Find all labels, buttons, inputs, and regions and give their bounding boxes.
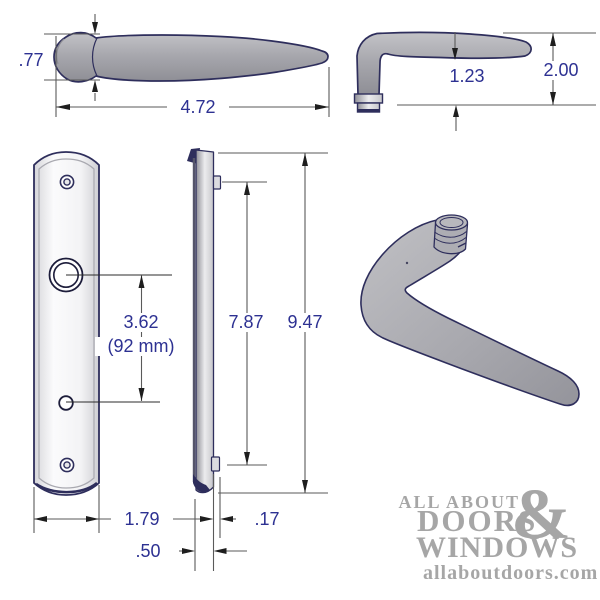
plate-front-view	[33, 151, 100, 496]
dim-arrows-plate-side	[182, 153, 308, 554]
dim-clip-span: 7.87	[215, 313, 277, 332]
logo-ampersand: &	[511, 474, 571, 554]
logo-line1: ALL ABOUT	[398, 492, 520, 512]
dim-plate-width: 1.79	[111, 510, 173, 529]
dim-plate-thickness: .17	[236, 510, 298, 529]
dim-handle-length: 4.72	[167, 98, 229, 117]
dim-overall-height: 2.00	[530, 61, 592, 80]
logo-line3: WINDOWS	[416, 531, 579, 564]
dim-arrows-plate-front	[34, 275, 145, 522]
logo-website: allaboutdoors.com	[423, 562, 599, 584]
dim-grip-offset: 1.23	[436, 67, 498, 86]
dim-plate-depth: .50	[117, 542, 179, 561]
dim-arrows-handle-side	[56, 22, 329, 110]
dim-lines-plate-side	[166, 152, 328, 571]
handle-3d-view	[360, 214, 580, 407]
dim-plate-height: 9.47	[274, 313, 336, 332]
handle-side-view	[53, 31, 329, 83]
logo-line2: DOORS	[417, 503, 538, 538]
dim-handle-height: .77	[10, 51, 52, 70]
dim-hole-spacing-mm: (92 mm)	[95, 337, 187, 356]
dim-hole-spacing: 3.62	[105, 313, 177, 332]
dim-arrows-handle-back	[452, 33, 556, 117]
handle-back-view	[353, 31, 532, 113]
